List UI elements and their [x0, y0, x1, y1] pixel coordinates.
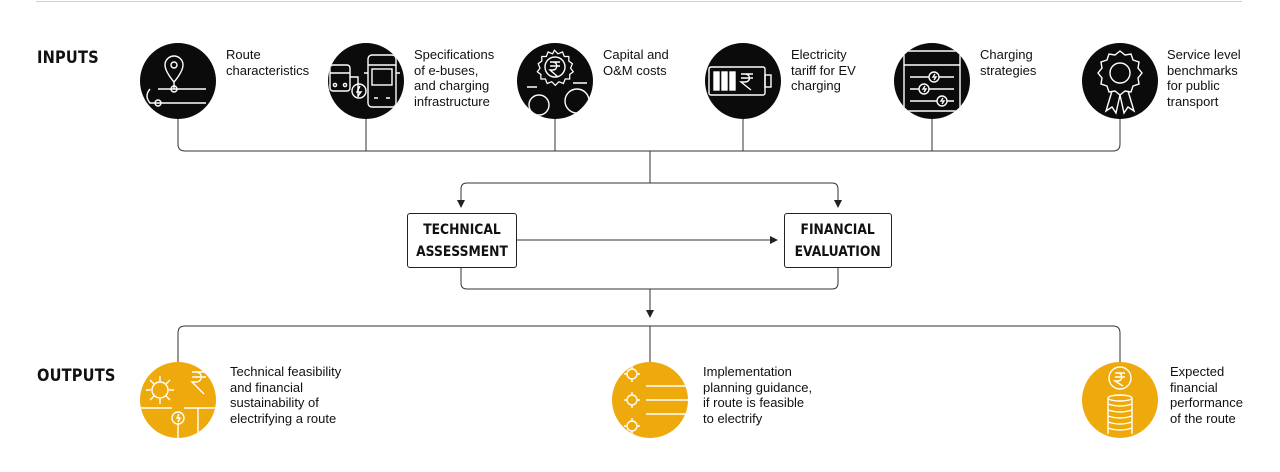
gears-rupee-charge-icon	[140, 362, 216, 438]
charging-sliders-icon	[894, 43, 970, 119]
location-pin-route-icon	[140, 43, 216, 119]
outputs-bus-line	[177, 325, 1121, 362]
bus-charger-icon	[328, 43, 404, 119]
gears-list-icon	[612, 362, 688, 438]
battery-rupee-icon	[705, 43, 781, 119]
rupee-gears-icon	[517, 43, 593, 119]
inputs-bus-line	[177, 118, 1121, 152]
top-divider	[36, 1, 1242, 2]
inputs-section-label: INPUTS	[37, 48, 99, 68]
award-ribbon-icon	[1082, 43, 1158, 119]
outputs-section-label: OUTPUTS	[37, 366, 116, 386]
rupee-coins-icon	[1082, 362, 1158, 438]
